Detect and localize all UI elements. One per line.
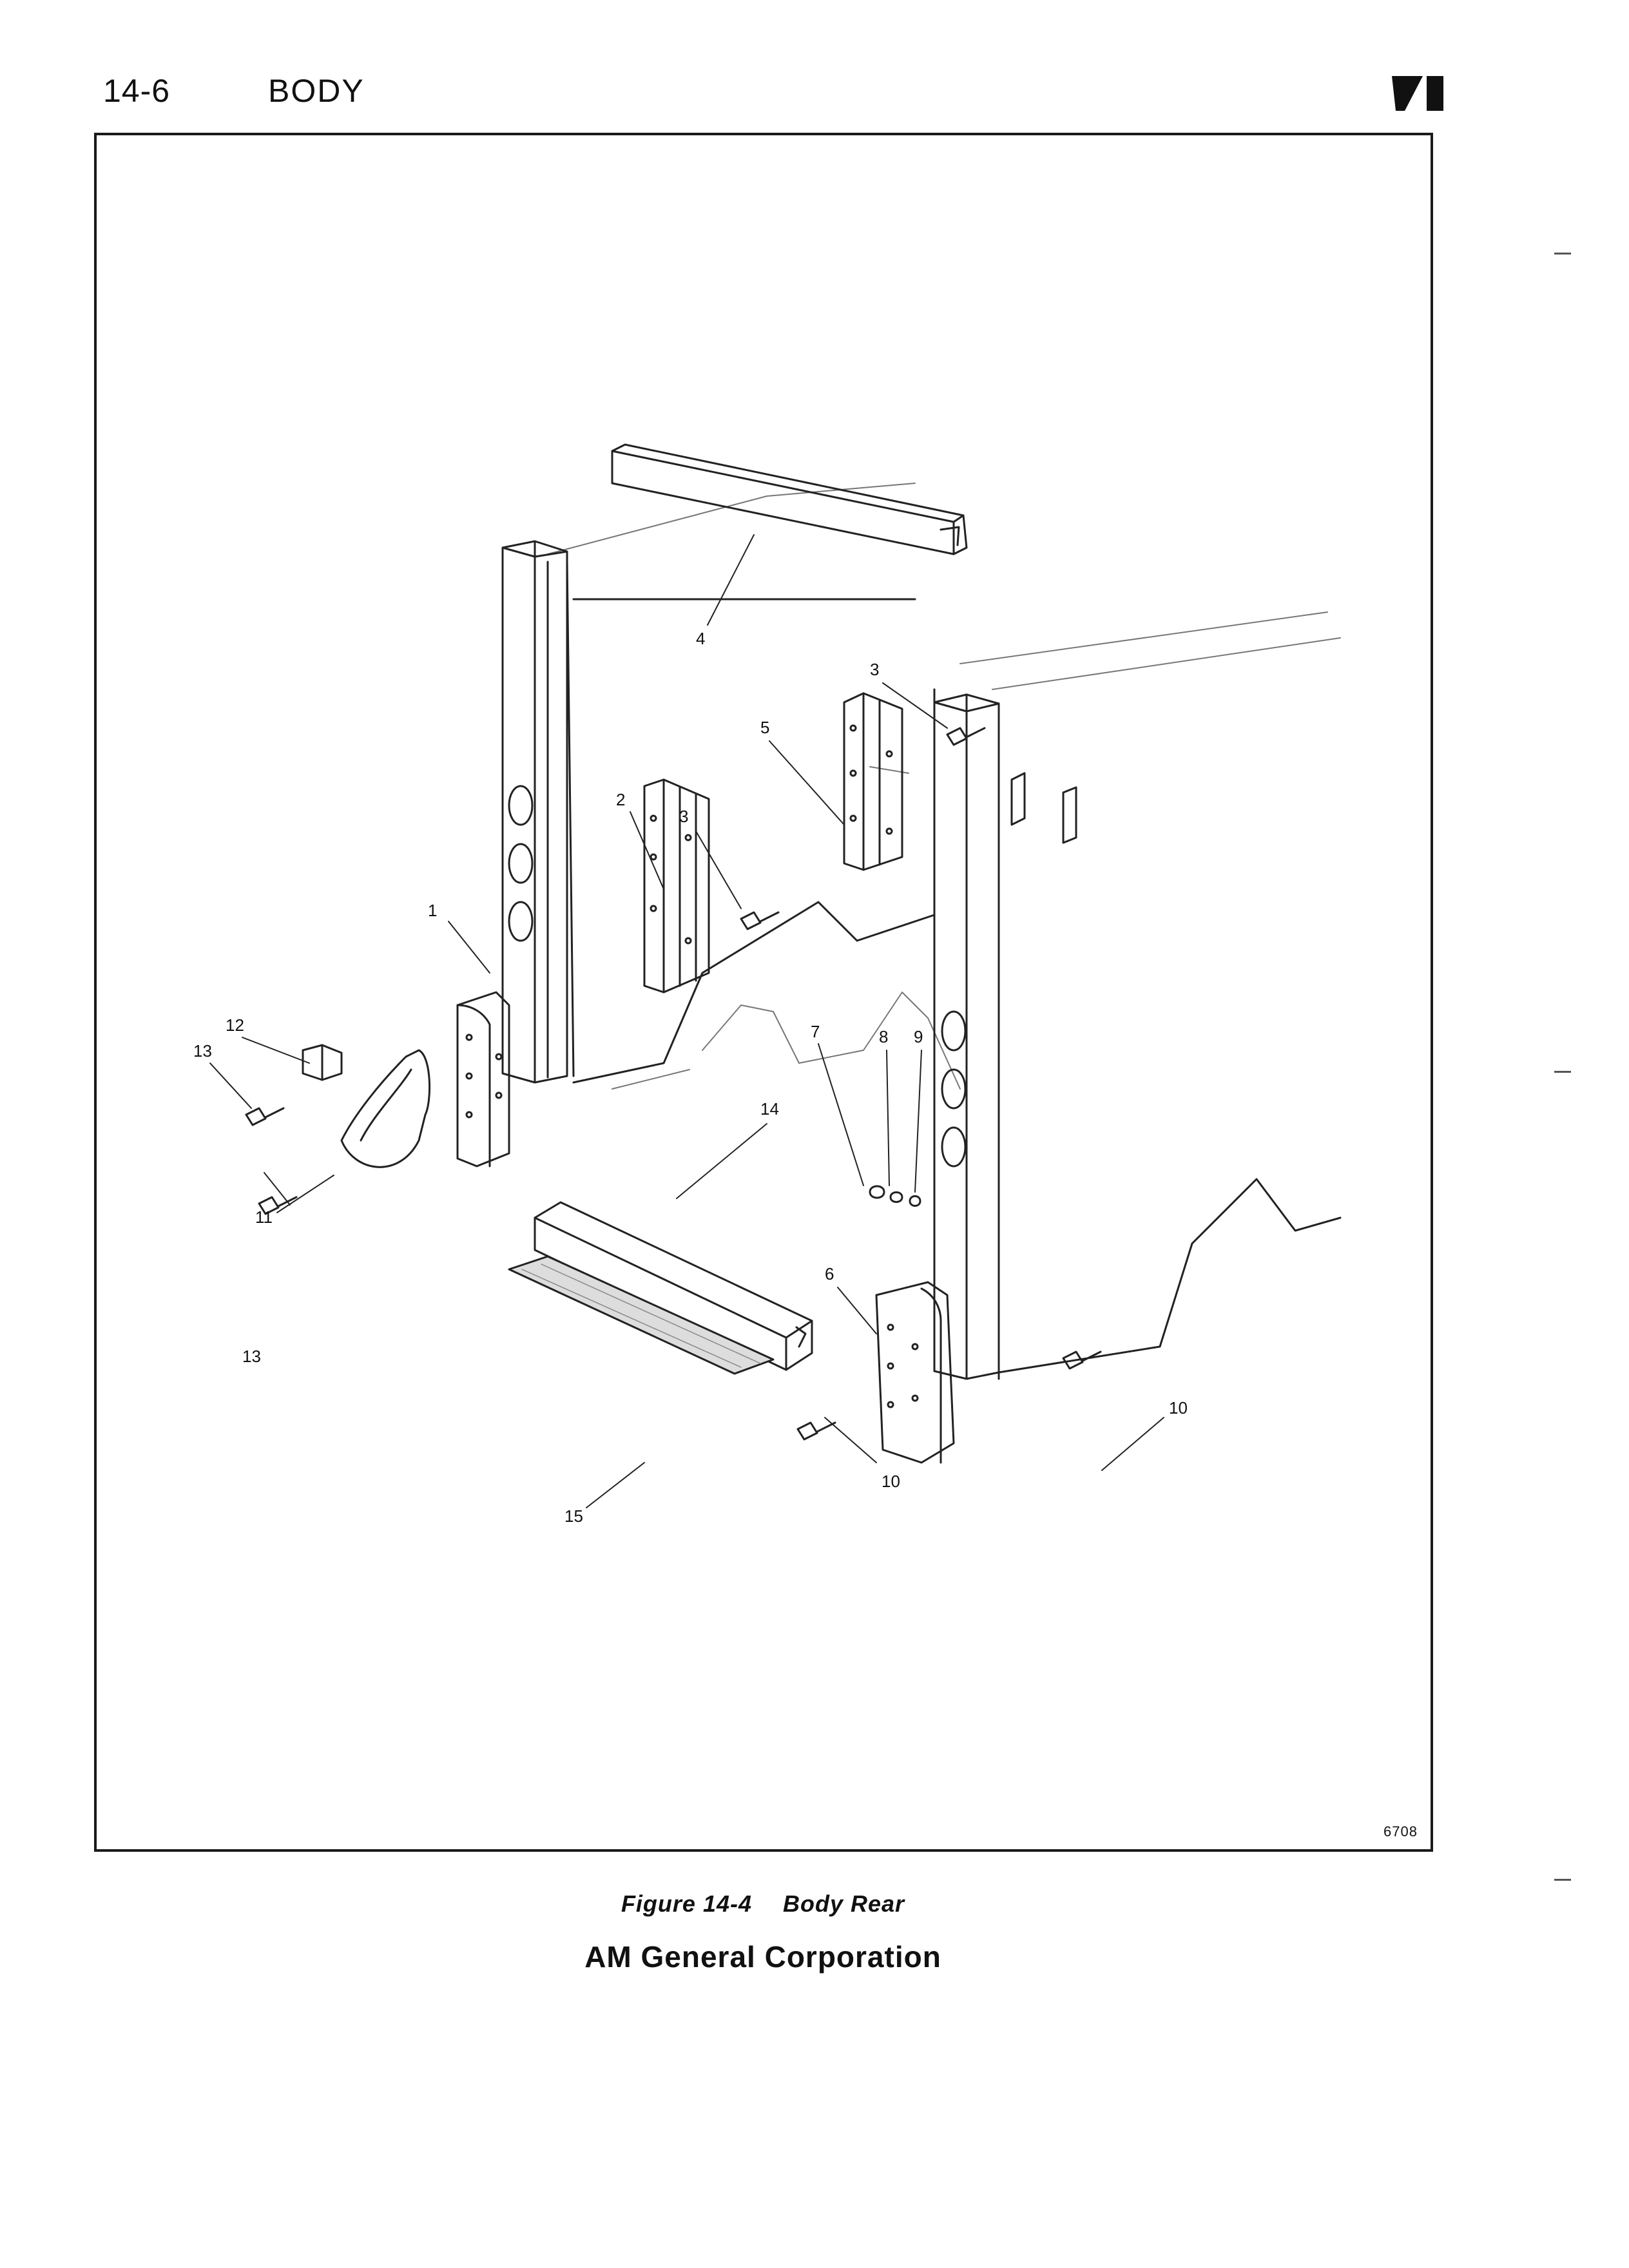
callout-8: 8	[879, 1027, 888, 1046]
page-number: 14-6	[103, 73, 171, 109]
callout-10-bottom: 10	[882, 1472, 900, 1491]
callout-3-right: 3	[870, 660, 879, 679]
callout-11: 11	[255, 1207, 273, 1227]
corner-bracket-left	[456, 991, 510, 1168]
body-outline	[547, 483, 1341, 1090]
caption-label: Figure 14-4	[621, 1890, 752, 1917]
callout-4: 4	[696, 629, 705, 648]
callout-15: 15	[564, 1506, 583, 1526]
callout-1: 1	[428, 901, 437, 920]
margin-mark	[1554, 1879, 1571, 1881]
section-title: BODY	[268, 73, 365, 109]
figure-caption: Figure 14-4 Body Rear	[0, 1890, 1526, 1917]
caption-title: Body Rear	[783, 1890, 905, 1917]
callout-6: 6	[825, 1264, 834, 1283]
callout-3-left: 3	[679, 807, 688, 826]
margin-mark	[1554, 253, 1571, 255]
callout-10-right: 10	[1169, 1398, 1188, 1418]
drawing-number: 6708	[1383, 1823, 1418, 1840]
callout-7: 7	[811, 1022, 820, 1041]
hinge-bracket-right	[843, 692, 903, 871]
step-hook	[340, 1049, 430, 1168]
callout-5: 5	[760, 718, 769, 737]
left-corner-post	[501, 540, 575, 1084]
hinge-bracket-left	[643, 778, 710, 994]
company-name: AM General Corporation	[584, 1940, 941, 1974]
leader-lines	[209, 534, 1164, 1508]
callout-2: 2	[616, 790, 625, 809]
callout-12: 12	[226, 1015, 244, 1035]
callout-13-upper: 13	[193, 1041, 212, 1061]
callout-9: 9	[914, 1027, 923, 1046]
corner-bracket-right	[875, 1281, 955, 1464]
exploded-view-drawing: 1 2 3 3 4 5 6 7 8 9 10 10 11 12 13 13 14…	[193, 443, 1342, 1526]
callout-14: 14	[760, 1099, 779, 1119]
right-side-panel	[998, 786, 1342, 1374]
callout-13-lower: 13	[242, 1347, 261, 1366]
right-corner-post	[933, 693, 1026, 1380]
margin-mark	[1554, 1071, 1571, 1073]
figure-frame: 1 2 3 3 4 5 6 7 8 9 10 10 11 12 13 13 14…	[94, 133, 1433, 1852]
publisher-logo-icon	[1392, 76, 1443, 111]
step-plate	[508, 1255, 775, 1375]
upper-cross-channel	[611, 443, 968, 555]
retainer-clip	[302, 1044, 343, 1081]
callout-labels: 1 2 3 3 4 5 6 7 8 9 10 10 11 12 13 13 14…	[193, 629, 1188, 1526]
screws	[245, 727, 1102, 1441]
